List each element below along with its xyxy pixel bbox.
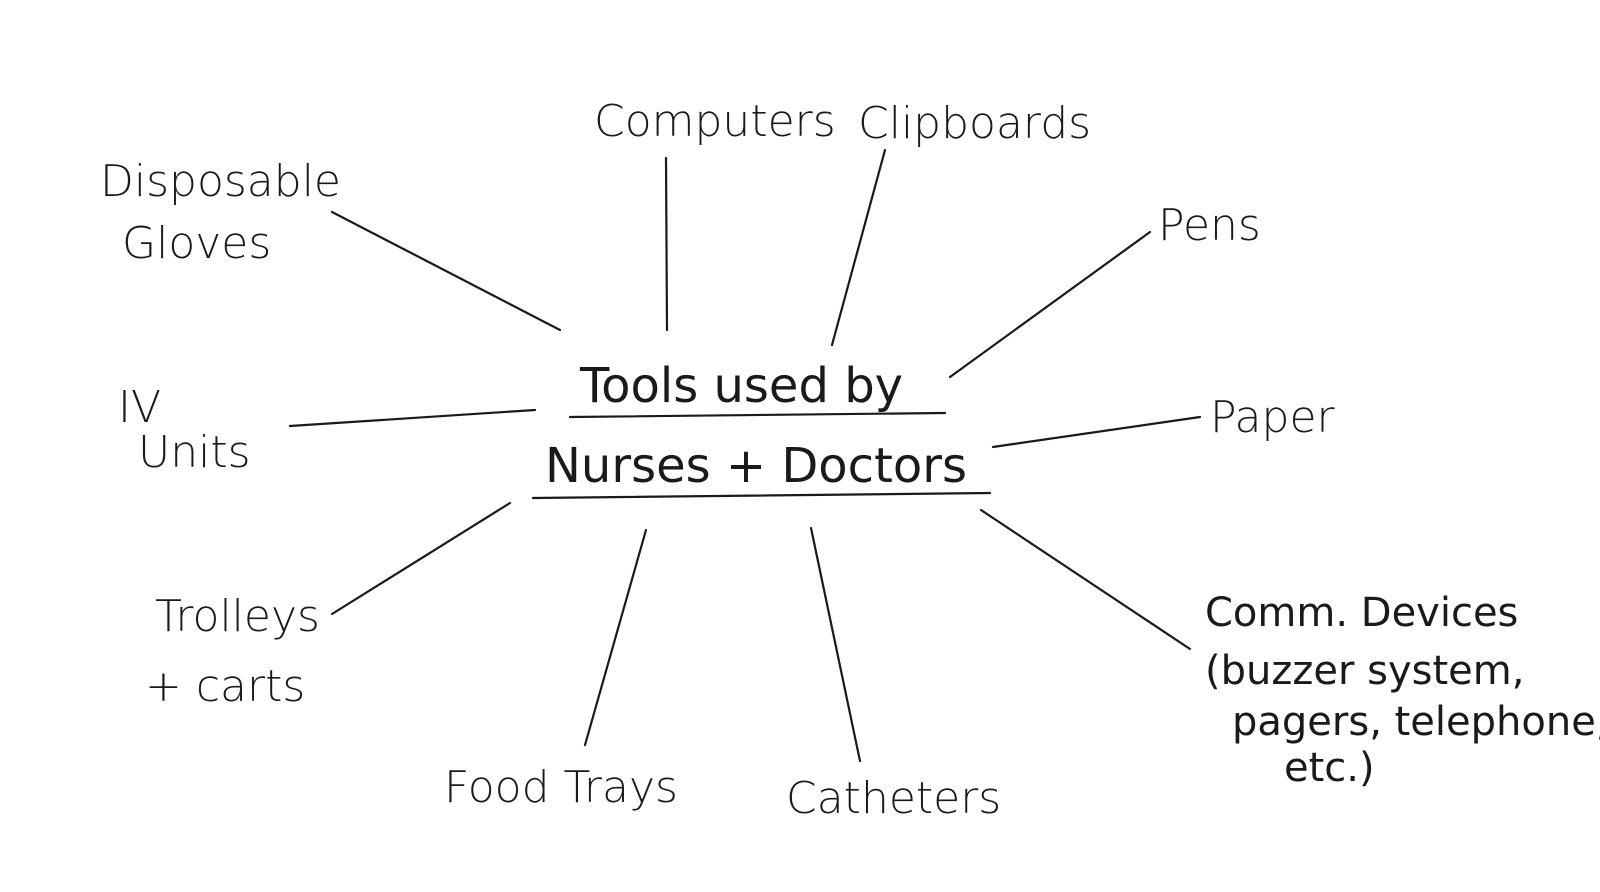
- node-trolleys-line1: Trolleys: [155, 591, 320, 642]
- spoke-gloves: [330, 210, 562, 332]
- node-comm-devices-line1: Comm. Devices: [1205, 590, 1518, 636]
- center-underline-2: [531, 491, 992, 500]
- node-comm-devices-line2: (buzzer system,: [1205, 648, 1524, 694]
- spoke-food-trays: [583, 528, 648, 747]
- node-clipboards: Clipboards: [858, 98, 1091, 149]
- node-iv-units-line1: IV: [118, 382, 161, 433]
- spoke-comm-devices: [979, 508, 1192, 651]
- spoke-clipboards: [830, 148, 887, 347]
- node-iv-units-line2: Units: [138, 427, 251, 478]
- node-comm-devices-line3: pagers, telephone,: [1232, 699, 1600, 745]
- node-paper: Paper: [1210, 392, 1336, 443]
- node-disposable-gloves-line1: Disposable: [100, 156, 341, 207]
- node-disposable-gloves-line2: Gloves: [122, 218, 271, 269]
- spoke-paper: [991, 415, 1202, 449]
- node-comm-devices-line4: etc.): [1284, 745, 1375, 791]
- center-title-line2: Nurses + Doctors: [545, 438, 967, 494]
- center-title-line1: Tools used by: [579, 358, 903, 414]
- node-pens: Pens: [1158, 200, 1261, 251]
- node-trolleys-line2: + carts: [145, 661, 305, 712]
- spoke-pens: [948, 230, 1152, 379]
- node-food-trays: Food Trays: [444, 762, 678, 813]
- spoke-computers: [664, 156, 669, 332]
- spoke-iv-units: [288, 408, 537, 428]
- center-underline-1: [568, 411, 947, 419]
- node-catheters: Catheters: [786, 773, 1001, 824]
- spoke-trolleys: [330, 501, 512, 616]
- spoke-catheters: [809, 526, 862, 763]
- node-computers: Computers: [594, 96, 836, 147]
